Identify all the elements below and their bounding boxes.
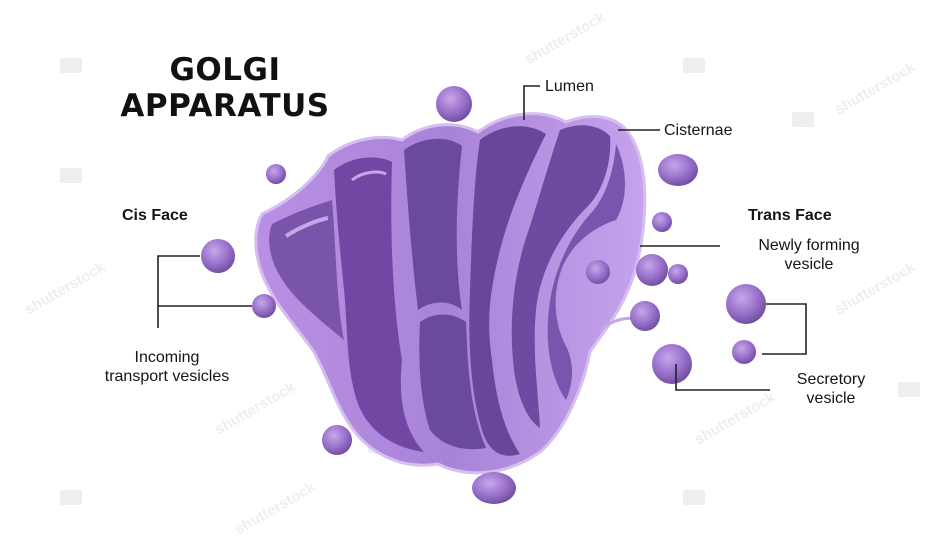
forming-vesicle	[636, 254, 668, 286]
label-line: vesicle	[770, 389, 892, 408]
vesicle	[436, 86, 472, 122]
label-line: Newly forming	[724, 236, 894, 255]
title-line-1: GOLGI	[80, 52, 370, 88]
forming-vesicle	[652, 212, 672, 232]
forming-vesicle	[630, 301, 660, 331]
title-line-2: APPARATUS	[80, 88, 370, 124]
forming-vesicle	[658, 154, 698, 186]
secretory-vesicle	[732, 340, 756, 364]
vesicle	[266, 164, 286, 184]
forming-vesicle	[586, 260, 610, 284]
vesicle	[322, 425, 352, 455]
incoming-vesicle	[252, 294, 276, 318]
forming-vesicle	[668, 264, 688, 284]
label-cis-face: Cis Face	[122, 206, 188, 225]
label-line: vesicle	[724, 255, 894, 274]
label-incoming-transport-vesicles: Incoming transport vesicles	[62, 348, 272, 386]
label-line: transport vesicles	[62, 367, 272, 386]
secretory-vesicle	[652, 344, 692, 384]
label-cisternae: Cisternae	[664, 121, 732, 140]
label-line: Secretory	[770, 370, 892, 389]
secretory-vesicle	[726, 284, 766, 324]
vesicle	[472, 472, 516, 504]
label-newly-forming-vesicle: Newly forming vesicle	[724, 236, 894, 274]
label-line: Incoming	[62, 348, 272, 367]
incoming-vesicle	[201, 239, 235, 273]
label-trans-face: Trans Face	[748, 206, 832, 225]
label-secretory-vesicle: Secretory vesicle	[770, 370, 892, 408]
label-lumen: Lumen	[545, 77, 594, 96]
diagram-title: GOLGI APPARATUS	[80, 52, 370, 124]
